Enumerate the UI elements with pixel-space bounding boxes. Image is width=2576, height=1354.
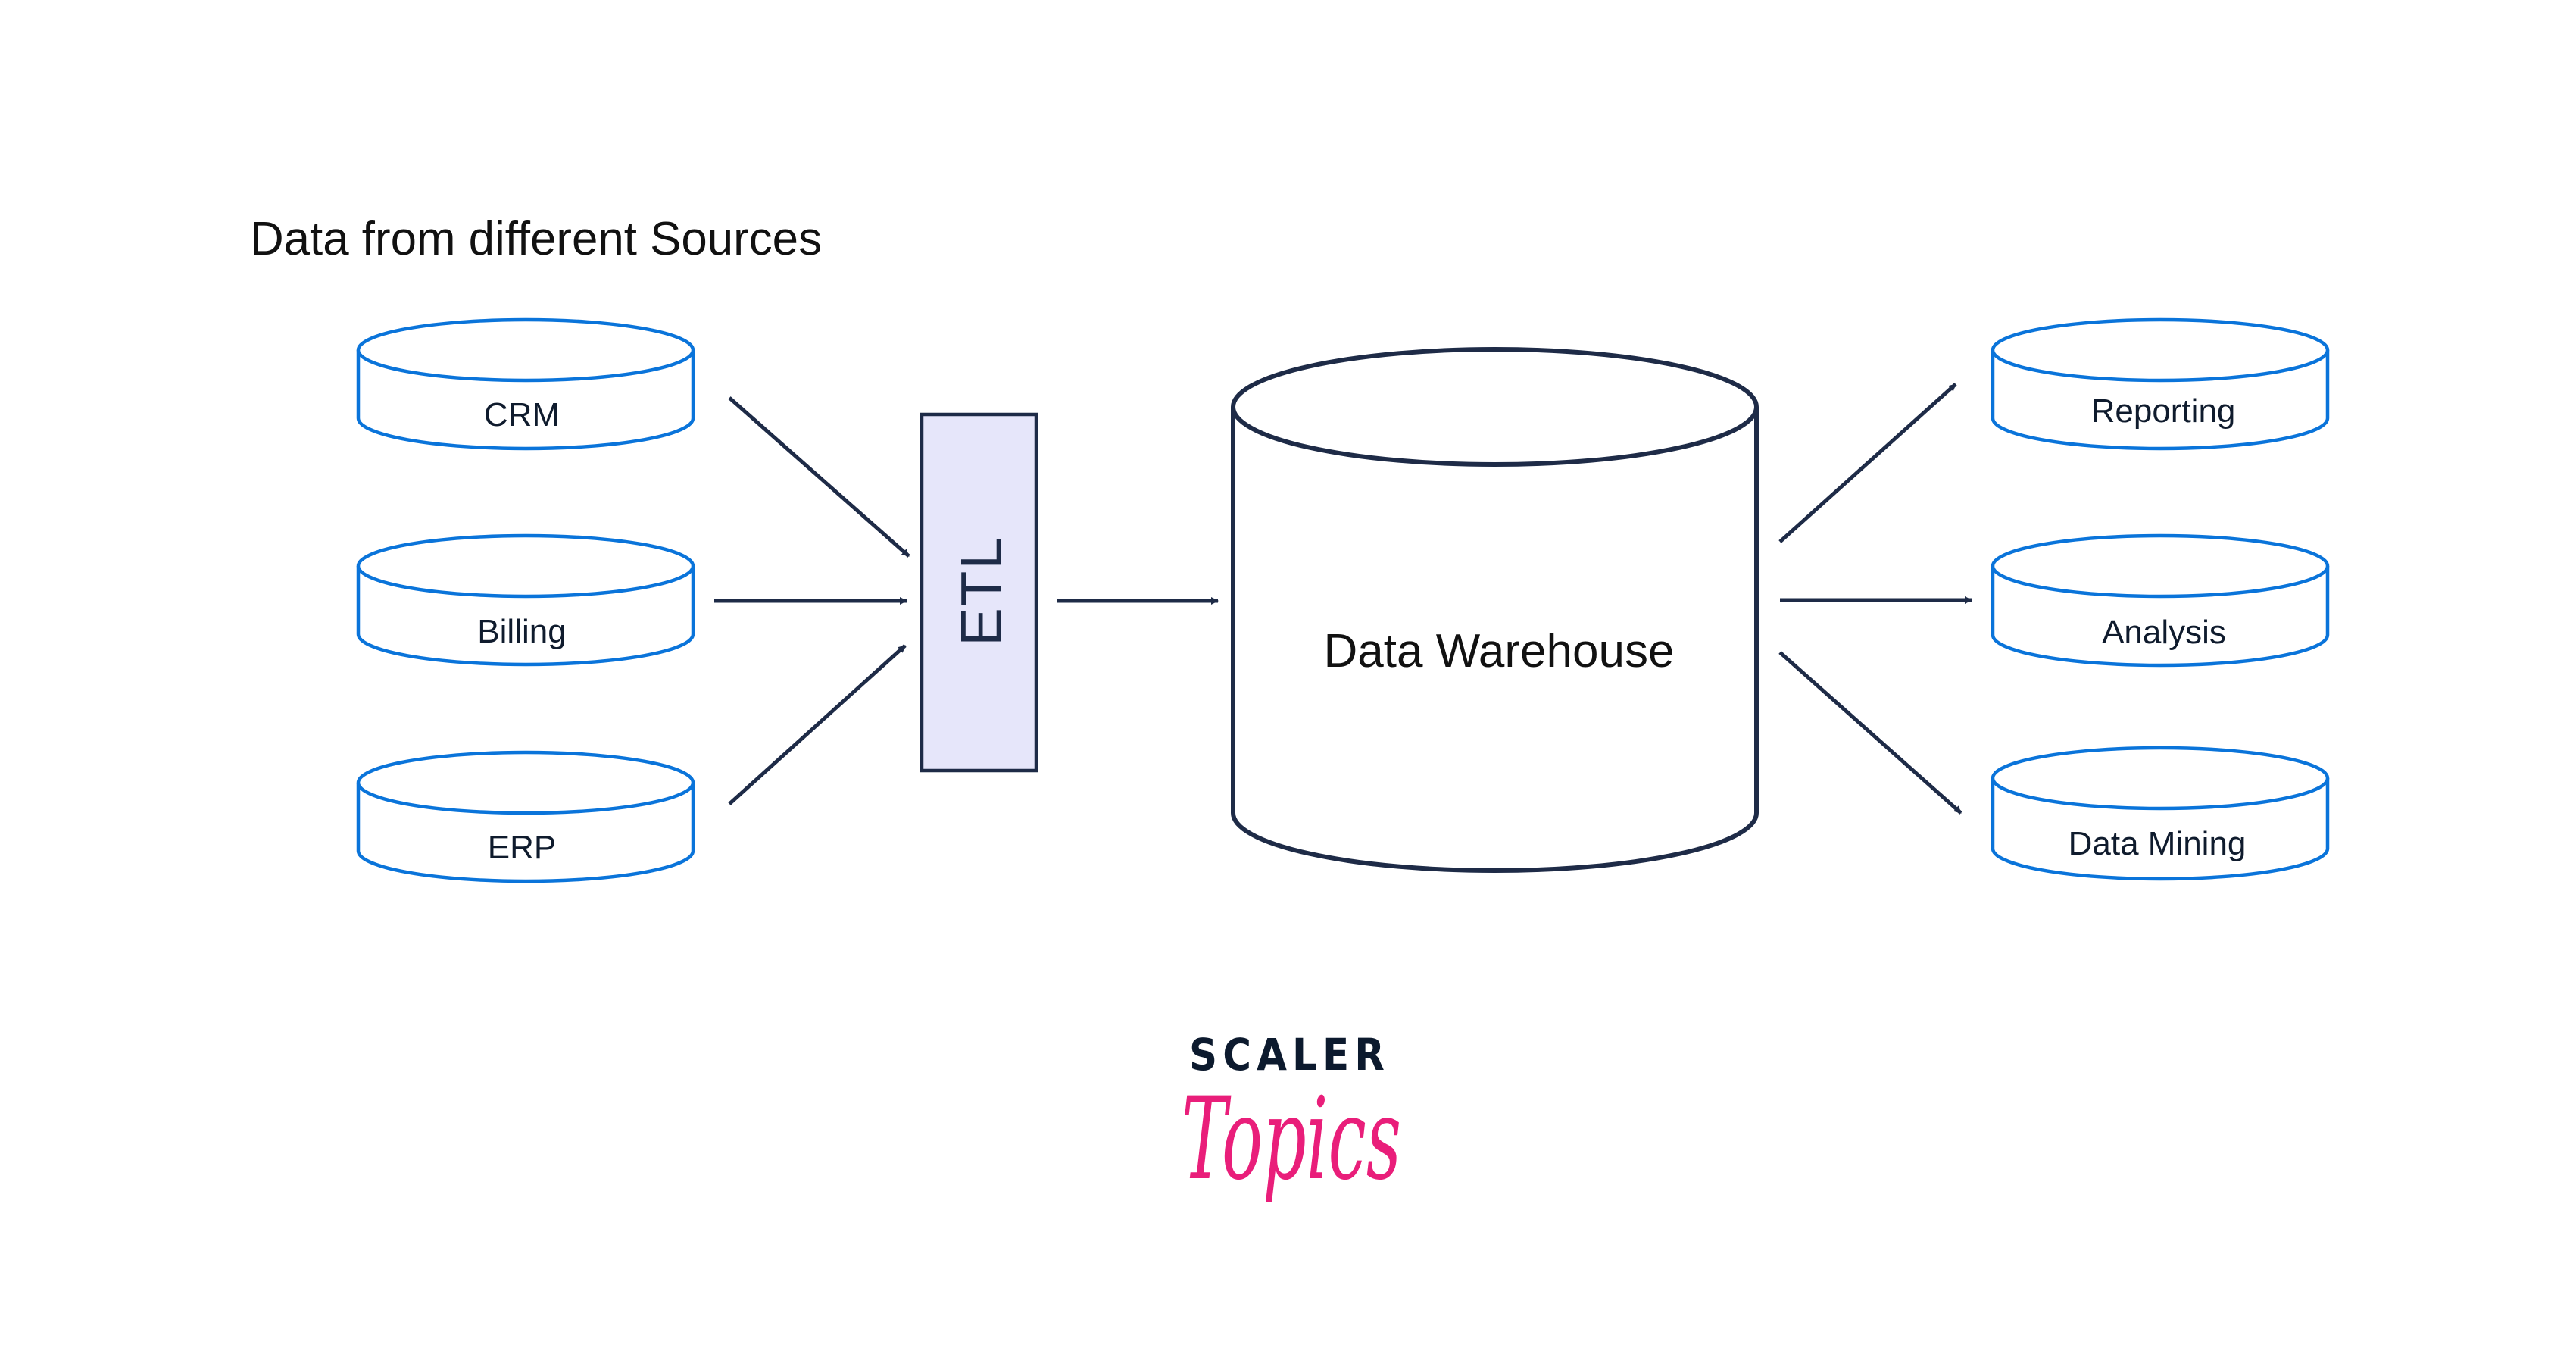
warehouse-top: [1231, 347, 1759, 467]
cylinder-top: [1991, 746, 2330, 811]
arrow-warehouse-to-reporting: [1778, 383, 1957, 543]
output-label-analysis: Analysis: [2102, 614, 2226, 651]
output-cylinder-data-mining[interactable]: Data Mining: [1991, 746, 2330, 881]
logo-sub-text: Topics: [1182, 1074, 1401, 1205]
etl-rect: [920, 412, 1038, 773]
cylinder-top: [356, 317, 695, 383]
etl-box[interactable]: ETL: [920, 412, 1038, 773]
output-label-reporting: Reporting: [2091, 392, 2236, 430]
output-cylinder-reporting[interactable]: Reporting: [1991, 317, 2330, 451]
arrows-sources-to-etl: [714, 396, 910, 805]
source-systems: CRM Billing ERP: [356, 317, 695, 883]
etl-label: ETL: [950, 536, 1014, 646]
arrows-warehouse-to-outputs: [1778, 383, 1972, 815]
arrow-warehouse-to-data-mining: [1778, 651, 1962, 815]
warehouse-body: [1231, 407, 1759, 873]
source-label-erp: ERP: [488, 829, 556, 866]
output-cylinder-analysis[interactable]: Analysis: [1991, 533, 2330, 668]
diagram-title: Data from different Sources: [250, 213, 822, 265]
source-label-crm: CRM: [484, 396, 560, 433]
source-cylinder-crm[interactable]: CRM: [356, 317, 695, 451]
warehouse-label: Data Warehouse: [1324, 625, 1675, 677]
scaler-topics-logo: SCALER Topics: [1182, 1029, 1401, 1205]
cylinder-top: [1991, 533, 2330, 599]
cylinder-top: [356, 750, 695, 815]
cylinder-top: [1991, 317, 2330, 383]
logo-brand-text: SCALER: [1189, 1029, 1390, 1080]
output-consumers: Reporting Analysis Data Mining: [1991, 317, 2330, 881]
arrow-crm-to-etl: [728, 396, 910, 558]
source-cylinder-erp[interactable]: ERP: [356, 750, 695, 883]
cylinder-top: [356, 533, 695, 599]
arrow-erp-to-etl: [728, 644, 907, 805]
data-warehouse-cylinder[interactable]: Data Warehouse: [1231, 347, 1759, 873]
source-label-billing: Billing: [477, 613, 566, 650]
output-label-data-mining: Data Mining: [2069, 825, 2247, 862]
source-cylinder-billing[interactable]: Billing: [356, 533, 695, 667]
